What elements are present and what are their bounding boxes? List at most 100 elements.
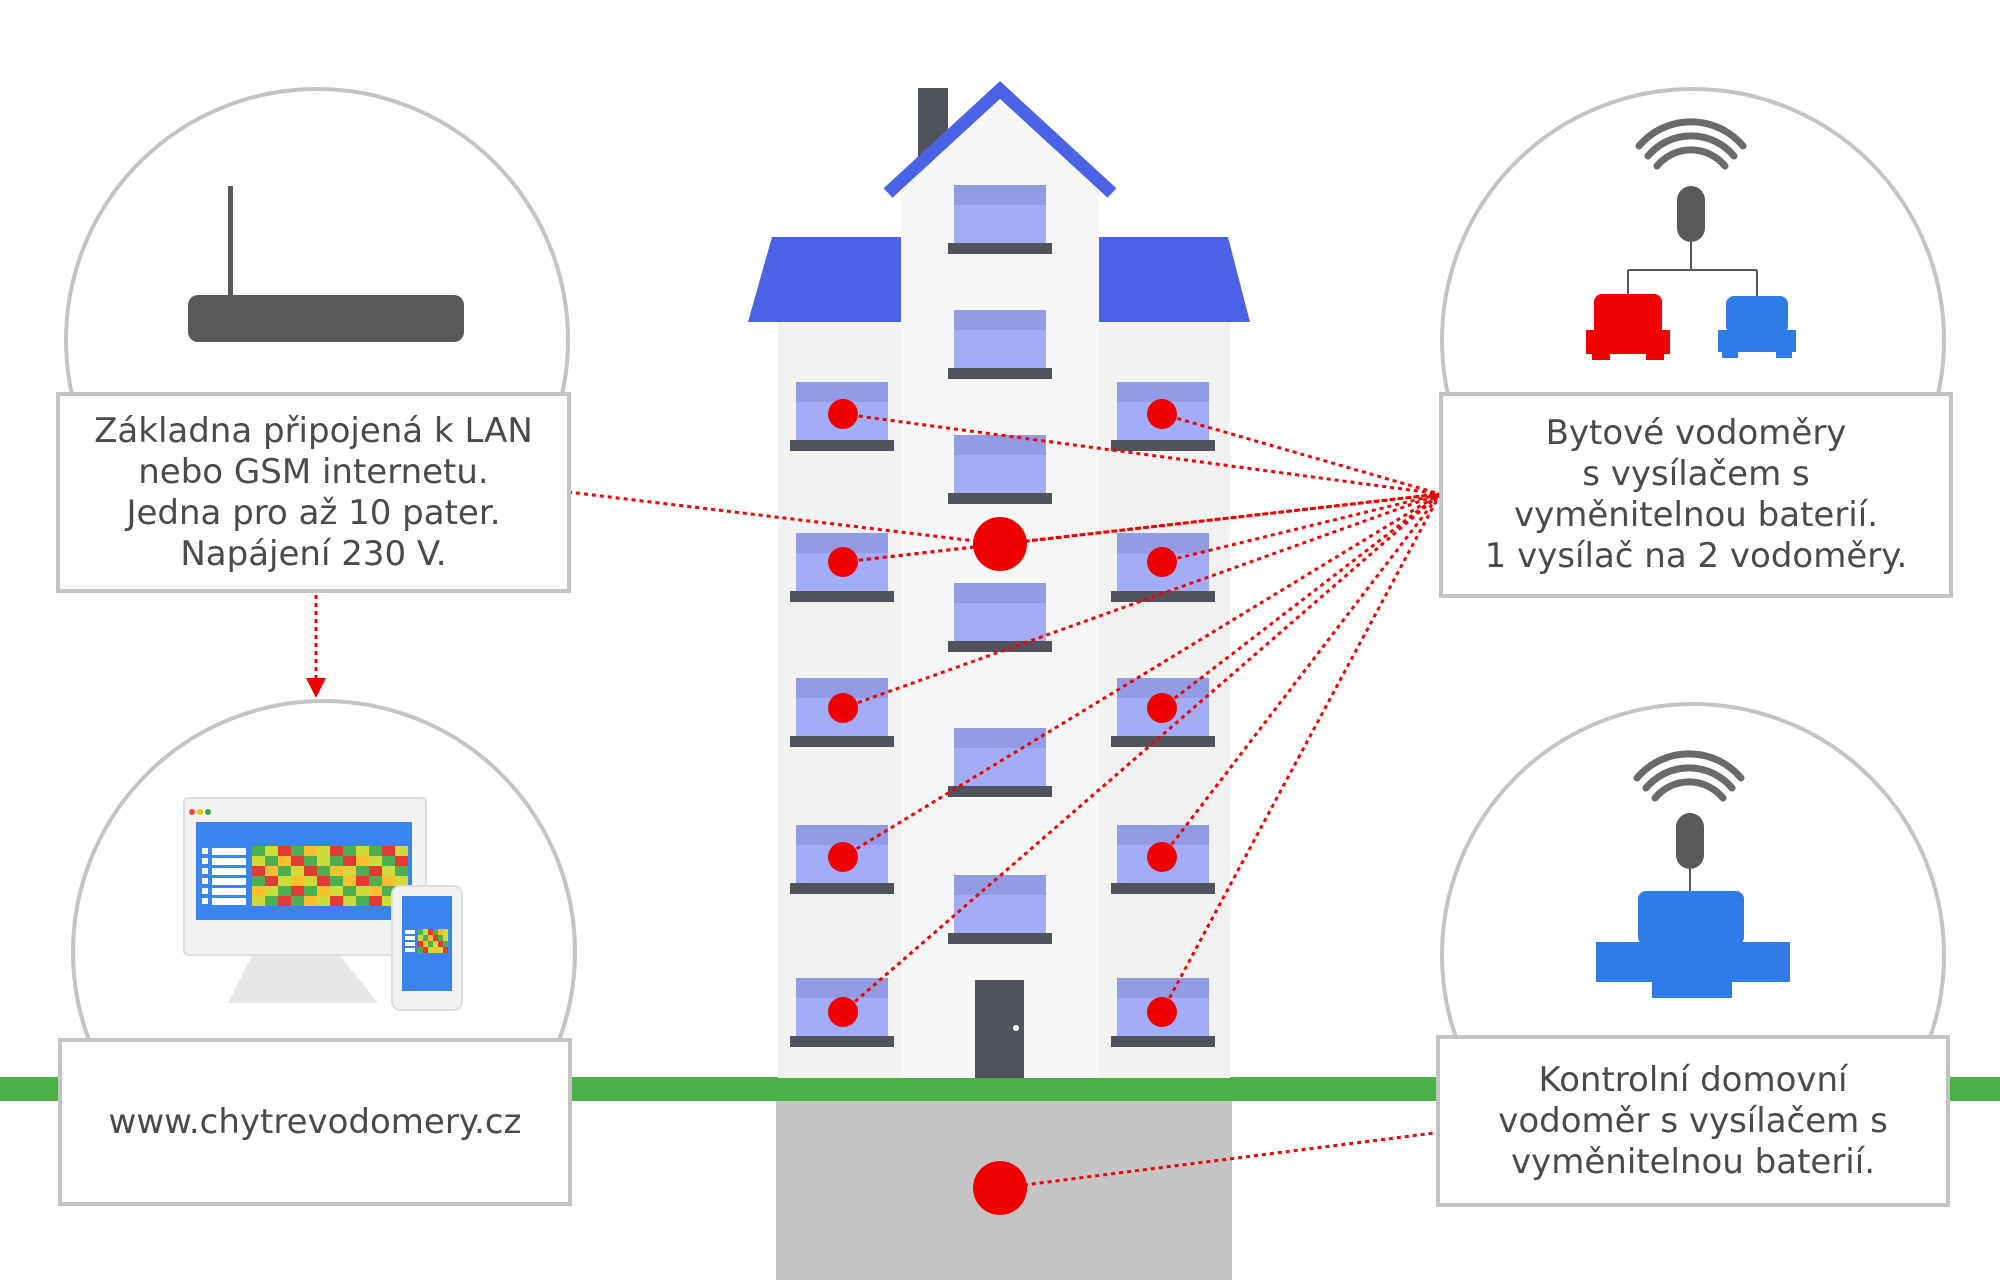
window-sill — [1111, 591, 1215, 602]
grid-cell — [356, 846, 369, 856]
grid-cell — [369, 866, 382, 876]
base-station-dot — [973, 517, 1027, 571]
grid-cell — [343, 876, 356, 886]
main-meter-line: vodoměr s vysílačem s — [1498, 1100, 1888, 1141]
grid-cell — [304, 846, 317, 856]
phone-grid-cell — [423, 935, 428, 941]
phone-grid-cell — [423, 941, 428, 947]
meter-transmitter-dot — [1147, 399, 1177, 429]
meter-transmitter-dot — [1147, 693, 1177, 723]
meter-transmitters — [828, 399, 1177, 1215]
grid-row-label — [212, 888, 246, 895]
grid-cell — [382, 896, 395, 906]
grid-cell — [265, 846, 278, 856]
phone-grid-cell — [428, 935, 433, 941]
grid-bullet — [202, 878, 208, 884]
meter-transmitter-dot — [1147, 547, 1177, 577]
window-top — [954, 583, 1046, 603]
grid-cell — [252, 886, 265, 896]
cold-water-meter-icon — [1718, 296, 1796, 358]
phone-grid-cell — [438, 935, 443, 941]
meter-transmitter-dot — [828, 547, 858, 577]
window-sill — [948, 243, 1052, 254]
window-top — [1117, 978, 1209, 998]
grid-cell — [356, 856, 369, 866]
base-station-label: Základna připojená k LAN nebo GSM intern… — [56, 392, 571, 593]
grid-cell — [317, 856, 330, 866]
grid-cell — [395, 866, 408, 876]
grid-cell — [369, 876, 382, 886]
phone-row-label — [405, 936, 415, 940]
meter-transmitter-dot — [1147, 997, 1177, 1027]
signal-line — [567, 490, 1001, 546]
transmitter-icon — [1676, 813, 1704, 869]
grid-cell — [330, 866, 343, 876]
web-portal-url[interactable]: www.chytrevodomery.cz — [108, 1101, 522, 1142]
window-sill — [1111, 1036, 1215, 1047]
left-roof — [748, 237, 901, 322]
window-top — [1117, 678, 1209, 698]
signal-line — [1160, 493, 1442, 1013]
grid-cell — [304, 856, 317, 866]
grid-row-label — [212, 878, 246, 885]
grid-cell — [317, 846, 330, 856]
signal-line — [842, 492, 1441, 710]
meter-transmitter-dot — [828, 842, 858, 872]
window-top — [1117, 382, 1209, 402]
apartment-meters-line: s vysílačem s — [1582, 454, 1810, 494]
grid-cell — [291, 866, 304, 876]
grid-cell — [291, 856, 304, 866]
grid-cell — [382, 866, 395, 876]
computer-and-phone-icon — [183, 797, 463, 1011]
grid-cell — [330, 856, 343, 866]
grid-cell — [382, 886, 395, 896]
wifi-icon — [1635, 118, 1747, 170]
base-station-line: nebo GSM internetu. — [138, 451, 489, 492]
grid-cell — [382, 846, 395, 856]
phone-row-label — [405, 948, 415, 952]
grid-row-label — [212, 898, 246, 905]
phone-heatmap — [405, 929, 448, 953]
phone-grid-cell — [443, 929, 448, 935]
window-top — [796, 533, 888, 553]
window-top — [954, 875, 1046, 895]
phone-grid-cell — [428, 947, 433, 953]
grid-cell — [395, 846, 408, 856]
grid-cell — [343, 846, 356, 856]
window-sill — [948, 933, 1052, 944]
apartment-meters-line: Bytové vodoměry — [1545, 413, 1847, 453]
grid-cell — [356, 866, 369, 876]
base-station-line: Základna připojená k LAN — [94, 410, 533, 451]
grid-cell — [343, 886, 356, 896]
grid-row-label — [212, 858, 246, 865]
window-sill — [790, 1036, 894, 1047]
grid-cell — [317, 876, 330, 886]
signal-lines — [567, 412, 1442, 1190]
main-water-meter-icon — [1596, 891, 1790, 998]
grid-cell — [278, 846, 291, 856]
grid-cell — [291, 886, 304, 896]
apartment-meters-label: Bytové vodoměry s vysílačem s vyměniteln… — [1439, 392, 1953, 598]
grid-cell — [369, 846, 382, 856]
signal-line — [1161, 412, 1441, 496]
center-gable — [901, 98, 1099, 190]
desktop-heatmap — [202, 846, 408, 906]
grid-cell — [265, 886, 278, 896]
meter-transmitter-dot — [828, 997, 858, 1027]
phone-grid-cell — [418, 929, 423, 935]
center-roof — [883, 81, 1117, 198]
grid-cell — [265, 866, 278, 876]
grid-cell — [369, 886, 382, 896]
main-meter-line: vyměnitelnou baterií. — [1510, 1141, 1876, 1182]
grid-cell — [265, 896, 278, 906]
base-station-line: Napájení 230 V. — [180, 533, 447, 574]
main-meter-dot — [973, 1161, 1027, 1215]
grid-cell — [356, 876, 369, 886]
grid-cell — [291, 896, 304, 906]
hot-water-meter-icon — [1586, 294, 1670, 360]
signal-line — [842, 492, 1441, 1014]
window-top — [1117, 825, 1209, 845]
window-top — [796, 978, 888, 998]
phone-grid-cell — [443, 947, 448, 953]
